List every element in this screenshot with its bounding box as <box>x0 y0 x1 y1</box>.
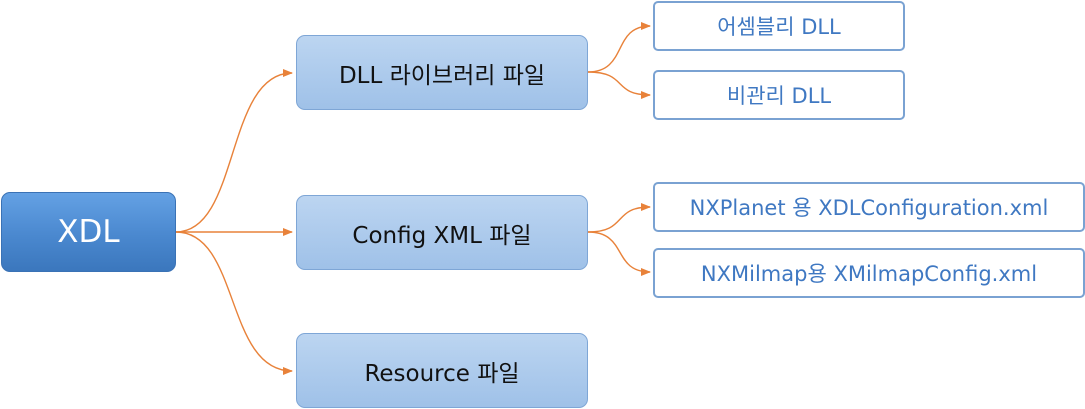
leaf-node-label: 비관리 DLL <box>726 84 832 108</box>
leaf-node-label: NXPlanet 용 XDLConfiguration.xml <box>689 196 1049 220</box>
branch-node-label: DLL 라이브러리 파일 <box>338 62 546 89</box>
branch-node-config: Config XML 파일 <box>296 195 588 270</box>
branch-node-resource: Resource 파일 <box>296 333 588 408</box>
branch-node-label: Resource 파일 <box>364 360 520 387</box>
connector-dll-to-assembly <box>587 22 651 73</box>
leaf-node-label: 어셈블리 DLL <box>717 15 841 39</box>
connector-dll-to-unmanaged <box>587 71 651 99</box>
leaf-node-nxplanet-config: NXPlanet 용 XDLConfiguration.xml <box>653 182 1085 232</box>
connector-root-to-dll <box>175 69 293 233</box>
connector-config-to-nxplanet <box>587 203 651 233</box>
leaf-node-label: NXMilmap용 XMilmapConfig.xml <box>700 262 1038 286</box>
branch-node-label: Config XML 파일 <box>352 222 532 249</box>
leaf-node-assembly-dll: 어셈블리 DLL <box>653 1 905 51</box>
root-node-xdl: XDL <box>1 192 176 272</box>
leaf-node-nxmilmap-config: NXMilmap용 XMilmapConfig.xml <box>653 248 1085 298</box>
connector-config-to-nxmilmap <box>587 231 651 276</box>
branch-node-dll: DLL 라이브러리 파일 <box>296 35 588 110</box>
leaf-node-unmanaged-dll: 비관리 DLL <box>653 70 905 120</box>
connector-root-to-resource <box>175 231 293 375</box>
root-node-label: XDL <box>57 214 120 250</box>
